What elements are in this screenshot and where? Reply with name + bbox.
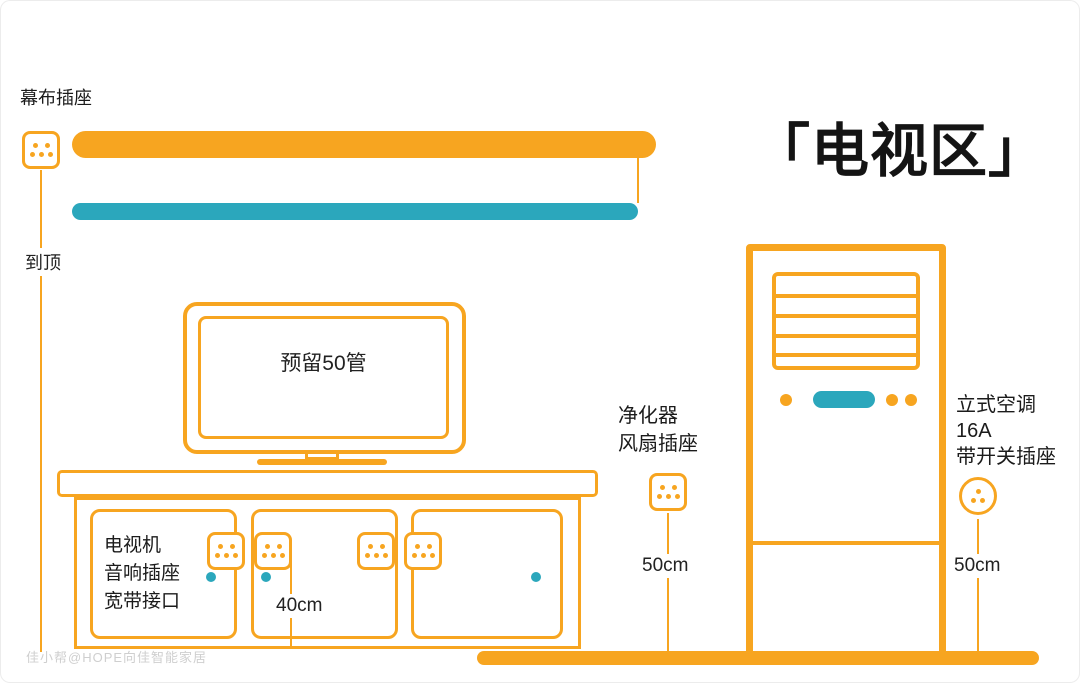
purifier-socket-icon bbox=[649, 473, 687, 511]
ac-display-pill-icon bbox=[813, 391, 875, 408]
cabinet-countertop bbox=[57, 470, 598, 497]
ac-label-line-2: 16A bbox=[956, 420, 992, 442]
bar-connector-line bbox=[637, 158, 639, 203]
tv-outline: 预留50管 bbox=[183, 302, 466, 454]
ac-button-icon-1 bbox=[780, 394, 792, 406]
socket-pins-bottom bbox=[29, 152, 53, 157]
cabinet-socket-icon-3 bbox=[357, 532, 395, 570]
ac-divider-line bbox=[753, 541, 939, 545]
cabinet-label-line-2: 音响插座 bbox=[104, 563, 181, 584]
ac-grille-slat bbox=[776, 294, 916, 298]
purifier-distance-line bbox=[667, 513, 669, 652]
page-title: 「电视区」 bbox=[752, 119, 1048, 184]
curtain-socket-label: 幕布插座 bbox=[20, 88, 92, 108]
socket-pins-top bbox=[32, 143, 50, 148]
ceiling-conduit-line bbox=[40, 170, 42, 652]
air-conditioner bbox=[746, 244, 946, 658]
ac-label-line-3: 带开关插座 bbox=[956, 446, 1056, 468]
ac-round-socket-icon bbox=[959, 477, 997, 515]
ac-button-icon-3 bbox=[905, 394, 917, 406]
purifier-distance-label: 50cm bbox=[638, 554, 693, 578]
ac-grille-slat bbox=[776, 313, 916, 318]
cabinet-socket-icon-2 bbox=[254, 532, 292, 570]
cabinet-label: 电视机 音响插座 宽带接口 bbox=[104, 532, 180, 616]
cable-dot-icon-3 bbox=[531, 572, 541, 582]
watermark: 佳小帮@HOPE向佳智能家居 bbox=[26, 650, 208, 665]
cabinet-label-line-1: 电视机 bbox=[104, 535, 162, 556]
cabinet-panel-middle bbox=[251, 509, 398, 639]
tv-stand-base bbox=[257, 459, 387, 465]
curtain-socket-icon bbox=[22, 131, 60, 169]
cable-dot-icon-2 bbox=[261, 572, 271, 582]
purifier-label: 净化器 风扇插座 bbox=[618, 402, 698, 458]
tv-reserved-pipe-note: 预留50管 bbox=[280, 352, 367, 375]
cabinet-socket-icon-4 bbox=[404, 532, 442, 570]
ac-grille-slat bbox=[776, 333, 916, 338]
to-ceiling-label: 到顶 bbox=[21, 248, 65, 276]
cabinet-socket-icon-1 bbox=[207, 532, 245, 570]
curtain-rail-bar bbox=[72, 203, 638, 220]
purifier-label-line-2: 风扇插座 bbox=[618, 433, 698, 455]
ac-distance-label: 50cm bbox=[950, 554, 1005, 578]
cabinet-distance-label: 40cm bbox=[272, 594, 327, 618]
projector-screen-bar bbox=[72, 131, 656, 158]
cabinet-label-line-3: 宽带接口 bbox=[104, 591, 181, 612]
purifier-label-line-1: 净化器 bbox=[618, 405, 678, 427]
ac-grille-slat bbox=[776, 353, 916, 358]
cable-dot-icon-1 bbox=[206, 572, 216, 582]
ac-label: 立式空调 16A 带开关插座 bbox=[956, 392, 1056, 470]
ac-distance-line bbox=[977, 519, 979, 652]
tv-screen: 预留50管 bbox=[198, 316, 449, 439]
ac-grille-icon bbox=[772, 272, 920, 370]
ac-label-line-1: 立式空调 bbox=[956, 394, 1036, 416]
ac-button-icon-2 bbox=[886, 394, 898, 406]
